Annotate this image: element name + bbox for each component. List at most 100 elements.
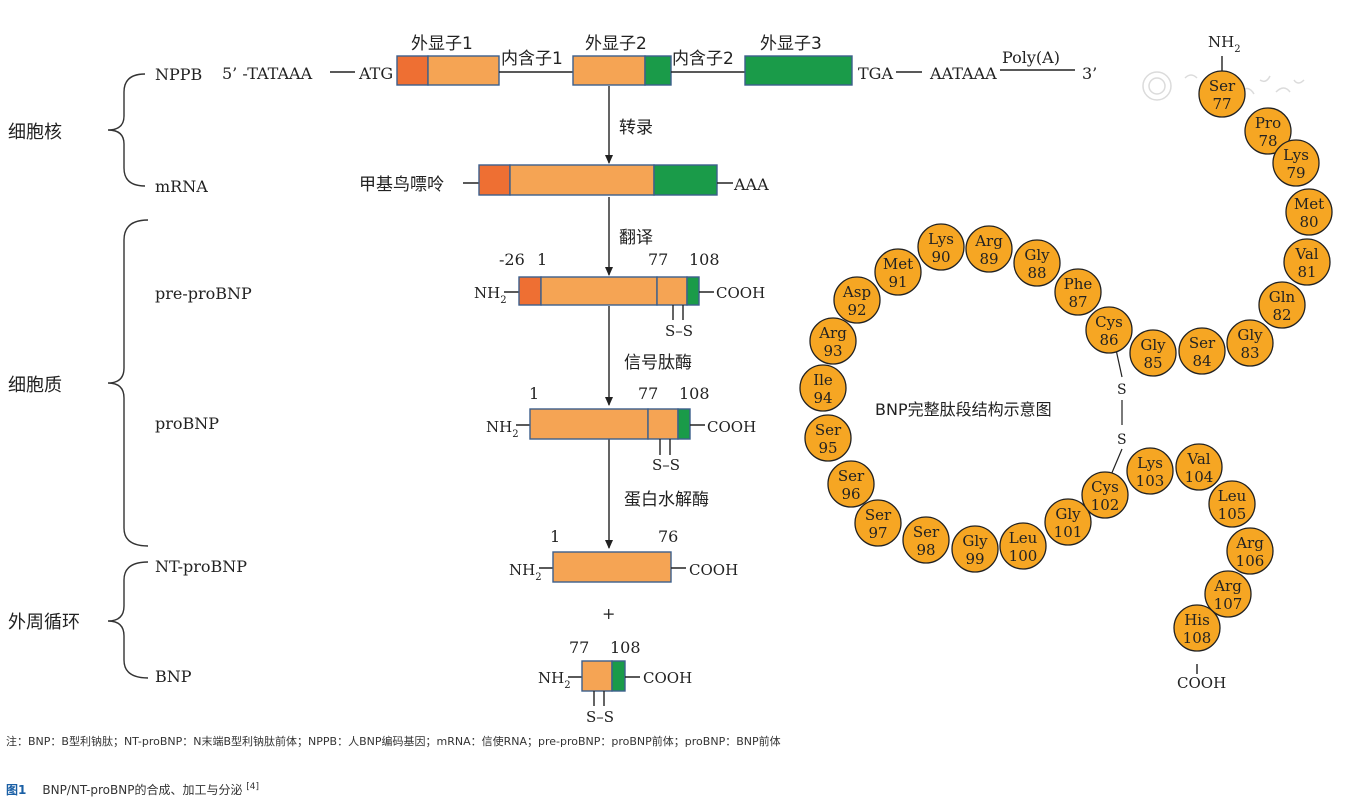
- disulfide-line-bottom: [1110, 448, 1123, 476]
- nt-cooh: COOH: [689, 561, 738, 579]
- residue-number-84: 84: [1192, 352, 1211, 370]
- pro-cooh: COOH: [707, 418, 756, 436]
- residue-circle-95: [804, 414, 852, 462]
- residue-chain: Ser77Pro78Lys79Met80Val81Gln82Gly83Ser84…: [799, 70, 1333, 652]
- residue-circle-84: [1178, 327, 1226, 375]
- residue-name-79: Lys: [1283, 146, 1309, 164]
- nt-pos-76: 76: [658, 527, 678, 546]
- residue-name-81: Val: [1294, 245, 1318, 263]
- bnp-peptide-structure: NH2 COOH S S BNP完整肽段结构示意图 Ser77Pro78Lys7…: [799, 33, 1333, 692]
- residue-circle-77: [1198, 70, 1246, 118]
- residue-number-85: 85: [1143, 354, 1162, 372]
- residue-circle-82: [1258, 281, 1306, 329]
- step-translation: 翻译: [619, 228, 653, 248]
- figure-number: 图1: [6, 783, 27, 797]
- residue-number-96: 96: [841, 485, 860, 503]
- residue-number-106: 106: [1236, 552, 1265, 570]
- residue-number-86: 86: [1099, 331, 1118, 349]
- disulfide-s-bottom: S: [1117, 432, 1127, 448]
- figure-reference: [4]: [246, 782, 260, 792]
- residue-number-95: 95: [818, 439, 837, 457]
- residue-number-88: 88: [1027, 264, 1046, 282]
- residue-circle-94: [799, 364, 847, 412]
- residue-circle-97: [854, 499, 902, 547]
- residue-number-83: 83: [1240, 344, 1259, 362]
- peptide-nh2: NH2: [1208, 33, 1241, 55]
- residue-circle-93: [809, 317, 857, 365]
- residue-circle-85: [1129, 329, 1177, 377]
- residue-circle-90: [917, 223, 965, 271]
- residue-circle-79: [1272, 139, 1320, 187]
- residue-circle-102: [1081, 471, 1129, 519]
- pre-pos-77: 77: [648, 250, 668, 269]
- residue-circle-87: [1054, 268, 1102, 316]
- residue-name-106: Arg: [1235, 534, 1264, 552]
- residue-name-86: Cys: [1095, 313, 1123, 331]
- bracket-circulation: [107, 561, 149, 679]
- gene-tga: TGA: [858, 64, 893, 83]
- residue-number-82: 82: [1272, 306, 1291, 324]
- peptide-title: BNP完整肽段结构示意图: [875, 400, 1052, 419]
- pro-nt-segment: [529, 408, 649, 440]
- residue-name-102: Cys: [1091, 478, 1119, 496]
- residue-number-79: 79: [1286, 164, 1305, 182]
- residue-name-93: Arg: [818, 324, 847, 342]
- exon1-coding-segment: [427, 55, 500, 86]
- pro-pos-77: 77: [638, 384, 658, 403]
- nt-nh2: NH2: [509, 561, 542, 583]
- bnp-cooh: COOH: [643, 669, 692, 687]
- residue-number-91: 91: [888, 273, 907, 291]
- exon3-segment: [744, 55, 853, 86]
- residue-circle-99: [951, 525, 999, 573]
- gene-atg: ATG: [358, 64, 393, 83]
- pro-bnp-segment: [647, 408, 679, 440]
- exon1-utr-segment: [396, 55, 429, 86]
- residue-name-94: Ile: [813, 371, 833, 389]
- residue-circle-103: [1126, 447, 1174, 495]
- peptide-cooh: COOH: [1177, 674, 1226, 692]
- intron2-label: 内含子2: [672, 49, 734, 69]
- pre-probnp-row: -26 1 77 108 NH2 COOH S–S: [474, 250, 765, 340]
- residue-name-80: Met: [1294, 195, 1324, 213]
- mrna-tail-label: AAA: [733, 175, 769, 194]
- residue-circle-100: [999, 522, 1047, 570]
- exon1-label: 外显子1: [411, 34, 473, 54]
- region-label-circulation: 外周循环: [8, 612, 80, 633]
- pre-signal-peptide-segment: [518, 276, 542, 306]
- pro-nh2: NH2: [486, 418, 519, 440]
- exon2-green-segment: [644, 55, 672, 86]
- residue-circle-83: [1226, 319, 1274, 367]
- residue-number-107: 107: [1214, 595, 1243, 613]
- gene-three-prime: 3’: [1082, 64, 1097, 83]
- bnp-pos-77: 77: [569, 638, 589, 657]
- row-label-bnp: BNP: [155, 667, 192, 686]
- probnp-row: 1 77 108 NH2 COOH S–S: [486, 384, 756, 474]
- residue-circle-81: [1283, 238, 1331, 286]
- residue-name-91: Met: [883, 255, 913, 273]
- nt-probnp-row: 1 76 NH2 COOH: [509, 527, 738, 583]
- pro-pos-1: 1: [529, 384, 539, 403]
- residue-name-90: Lys: [928, 230, 954, 248]
- bnp-green-segment: [611, 660, 626, 692]
- residue-name-82: Gln: [1269, 288, 1296, 306]
- intron1-label: 内含子1: [501, 49, 563, 69]
- pre-cooh: COOH: [716, 284, 765, 302]
- residue-number-93: 93: [823, 342, 842, 360]
- residue-name-87: Phe: [1064, 275, 1093, 293]
- pre-nh2: NH2: [474, 284, 507, 306]
- pro-ss: S–S: [652, 456, 680, 474]
- residue-circle-106: [1226, 527, 1274, 575]
- residue-name-89: Arg: [974, 232, 1003, 250]
- residue-number-92: 92: [847, 301, 866, 319]
- residue-number-77: 77: [1212, 95, 1231, 113]
- pro-pos-108: 108: [679, 384, 710, 403]
- residue-number-78: 78: [1258, 132, 1277, 150]
- residue-name-78: Pro: [1255, 114, 1281, 132]
- residue-circle-108: [1173, 604, 1221, 652]
- bnp-ss: S–S: [586, 708, 614, 726]
- residue-circle-86: [1085, 306, 1133, 354]
- row-label-pre-probnp: pre-proBNP: [155, 284, 252, 303]
- residue-number-102: 102: [1091, 496, 1120, 514]
- residue-name-99: Gly: [962, 532, 988, 550]
- footnote: 注：BNP：B型利钠肽；NT-proBNP：N末端B型利钠肽前体；NPPB：人B…: [6, 735, 781, 748]
